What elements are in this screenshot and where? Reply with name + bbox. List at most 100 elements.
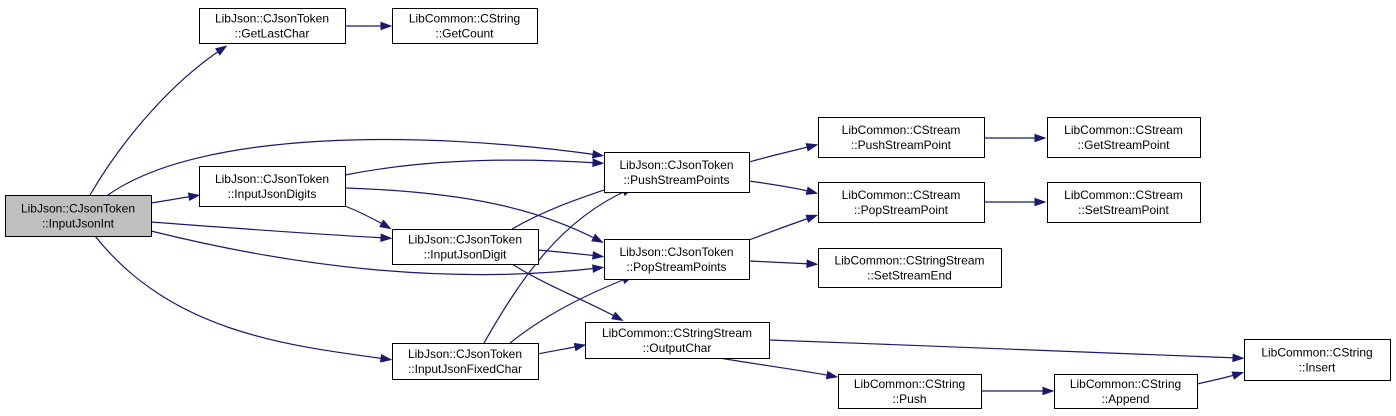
node-box (392, 8, 538, 44)
edge-line (94, 235, 387, 360)
node-output-char[interactable]: LibCommon::CStringStream::OutputChar (585, 322, 770, 359)
node-push-stream-points[interactable]: LibJson::CJsonToken::PushStreamPoints (604, 152, 750, 193)
arrowhead-icon (380, 233, 393, 243)
node-pop-stream-points[interactable]: LibJson::CJsonToken::PopStreamPoints (604, 239, 750, 280)
node-box (1047, 182, 1201, 223)
edge-line (483, 189, 629, 344)
node-get-last-char[interactable]: LibJson::CJsonToken::GetLastChar (199, 8, 346, 44)
node-class-label: LibCommon::CStringStream (602, 326, 752, 340)
node-insert[interactable]: LibCommon::CString::Insert (1244, 339, 1391, 381)
arrowhead-icon (1034, 197, 1047, 207)
edge-input-json-fixed-char-to-output-char (537, 342, 587, 355)
node-push[interactable]: LibCommon::CString::Push (838, 374, 982, 409)
edge-pop-stream-point-to-set-stream-point (983, 197, 1047, 207)
edge-input-json-digit-to-push-stream-points (511, 185, 617, 230)
node-get-count[interactable]: LibCommon::CString::GetCount (392, 8, 538, 44)
edge-line (107, 138, 599, 196)
edge-line (537, 345, 581, 355)
arrowhead-icon (825, 370, 839, 380)
node-method-label: ::InputJsonDigit (424, 248, 507, 262)
node-append[interactable]: LibCommon::CString::Append (1054, 374, 1198, 409)
edge-line (344, 205, 387, 227)
arrowhead-icon (215, 45, 228, 56)
node-method-label: ::GetCount (435, 27, 494, 41)
node-class-label: LibJson::CJsonToken (619, 245, 733, 259)
edge-line (150, 221, 387, 239)
edge-input-json-int-to-input-json-digit (150, 221, 393, 243)
edge-line (768, 339, 1239, 359)
arrowhead-icon (805, 143, 819, 152)
edge-input-json-digit-to-pop-stream-points (537, 249, 605, 260)
node-input-json-digits[interactable]: LibJson::CJsonToken::InputJsonDigits (199, 166, 346, 207)
node-input-json-fixed-char[interactable]: LibJson::CJsonToken::InputJsonFixedChar (392, 343, 539, 380)
node-input-json-digit[interactable]: LibJson::CJsonToken::InputJsonDigit (392, 229, 539, 265)
node-method-label: ::InputJsonInt (42, 217, 115, 231)
node-class-label: LibJson::CJsonToken (619, 158, 733, 172)
node-method-label: ::InputJsonDigits (228, 187, 317, 201)
edge-line (89, 48, 223, 196)
node-set-stream-end[interactable]: LibCommon::CStringStream::SetStreamEnd (818, 248, 1002, 288)
edge-input-json-digits-to-pop-stream-points (344, 187, 604, 243)
node-get-stream-point[interactable]: LibCommon::CStream::GetStreamPoint (1047, 117, 1201, 158)
node-box (818, 182, 985, 223)
node-box (5, 195, 152, 237)
node-box (1047, 117, 1201, 158)
arrowhead-icon (592, 251, 605, 260)
node-method-label: ::PushStreamPoint (851, 138, 952, 152)
edge-append-to-insert (1196, 371, 1245, 385)
node-method-label: ::PushStreamPoints (623, 173, 729, 187)
arrowhead-icon (379, 354, 393, 363)
edge-push-stream-point-to-get-stream-point (984, 133, 1047, 143)
node-class-label: LibCommon::CString (854, 377, 965, 391)
arrowhead-icon (379, 219, 392, 230)
edge-line (344, 187, 599, 241)
arrowhead-icon (591, 233, 604, 243)
arrowhead-icon (1231, 371, 1245, 380)
edge-pop-stream-points-to-pop-stream-point (748, 214, 819, 241)
arrowhead-icon (573, 342, 587, 352)
edges (89, 21, 1245, 396)
edge-line (748, 145, 813, 163)
node-box (1054, 374, 1198, 409)
node-pop-stream-point[interactable]: LibCommon::CStream::PopStreamPoint (818, 182, 985, 223)
edge-output-char-to-insert (768, 339, 1245, 363)
edge-push-stream-points-to-push-stream-point (748, 143, 819, 163)
edge-input-json-int-to-get-last-char (89, 45, 228, 196)
edge-line (748, 216, 813, 241)
arrowhead-icon (592, 264, 605, 273)
node-method-label: ::SetStreamPoint (1078, 203, 1169, 217)
node-method-label: ::SetStreamEnd (867, 269, 952, 283)
node-class-label: LibJson::CJsonToken (215, 12, 329, 26)
edge-line (511, 187, 611, 230)
node-class-label: LibJson::CJsonToken (408, 347, 522, 361)
node-input-json-int[interactable]: LibJson::CJsonToken::InputJsonInt (5, 195, 152, 237)
node-box (818, 248, 1002, 288)
edge-pop-stream-points-to-set-stream-end (748, 259, 819, 269)
node-box (585, 322, 770, 359)
arrowhead-icon (805, 214, 819, 223)
node-class-label: LibCommon::CStream (842, 188, 961, 202)
edge-input-json-digit-to-output-char (511, 263, 624, 322)
edge-line (719, 357, 833, 377)
node-method-label: ::Append (1101, 392, 1149, 406)
node-set-stream-point[interactable]: LibCommon::CStream::SetStreamPoint (1047, 182, 1201, 223)
edge-input-json-digits-to-push-stream-points (344, 158, 605, 176)
node-method-label: ::OutputChar (643, 341, 712, 355)
arrowhead-icon (592, 158, 605, 167)
node-class-label: LibCommon::CStream (842, 123, 961, 137)
node-box (818, 117, 985, 158)
edge-line (748, 260, 813, 265)
edge-push-to-append (981, 386, 1055, 396)
edge-input-json-int-to-input-json-fixed-char (94, 235, 393, 363)
arrowhead-icon (380, 21, 393, 31)
node-class-label: LibJson::CJsonToken (21, 202, 135, 216)
node-class-label: LibCommon::CStream (1064, 123, 1183, 137)
node-class-label: LibCommon::CString (409, 12, 520, 26)
arrowhead-icon (1232, 353, 1245, 363)
node-box (604, 152, 750, 193)
edge-get-last-char-to-get-count (344, 21, 393, 31)
node-box (604, 239, 750, 280)
node-push-stream-point[interactable]: LibCommon::CStream::PushStreamPoint (818, 117, 985, 158)
arrowhead-icon (806, 259, 819, 269)
